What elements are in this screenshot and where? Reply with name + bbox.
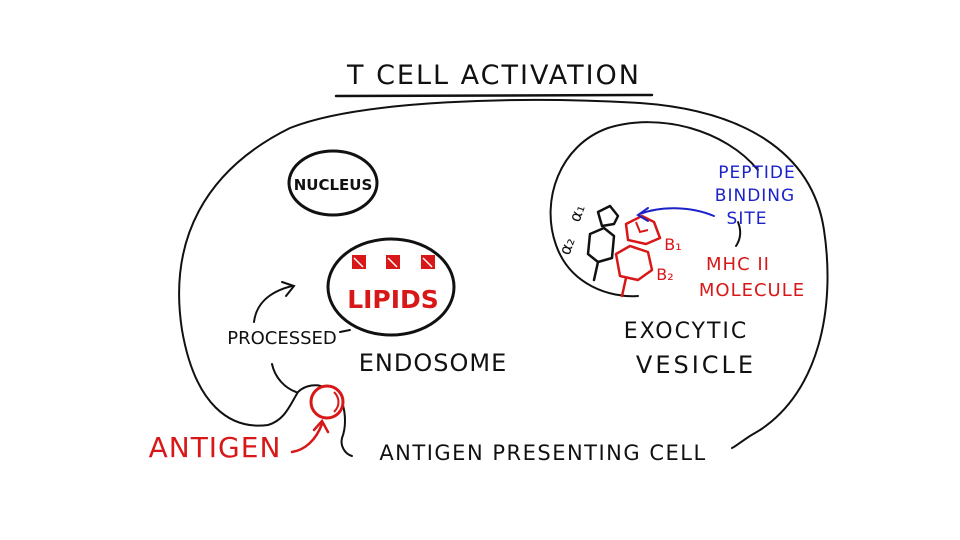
peptide-arrow-head xyxy=(636,207,649,222)
alpha2-domain xyxy=(586,226,616,264)
peptide-arrow xyxy=(639,207,715,217)
beta1-domain xyxy=(624,214,662,246)
processed-label: PROCESSED xyxy=(227,328,337,349)
alpha1-domain xyxy=(596,204,620,228)
antigen-arrow-head xyxy=(312,418,330,434)
lipid-square-hatch xyxy=(353,257,433,268)
antigen-arrow xyxy=(290,422,324,454)
mhc-label-line2: MOLECULE xyxy=(699,280,805,301)
peptide-label-line2: BINDING xyxy=(715,186,795,206)
beta1-notch xyxy=(635,221,649,234)
apc-pointer xyxy=(340,437,353,457)
alpha-transmembrane xyxy=(592,260,600,282)
endosome-label: ENDOSOME xyxy=(359,349,507,377)
peptide-label-line3: SITE xyxy=(727,209,768,229)
antigen-shading xyxy=(333,391,340,413)
nucleus-label: NUCLEUS xyxy=(294,176,373,194)
antigen-to-processed-line xyxy=(271,363,297,393)
lipids-label: LIPIDS xyxy=(347,285,439,314)
beta2-domain xyxy=(614,244,654,282)
processed-arrow-head xyxy=(281,281,296,297)
alpha2-label: α₂ xyxy=(555,235,579,257)
diagram-title: T CELL ACTIVATION xyxy=(346,60,641,91)
exocytic-label-line1: EXOCYTIC xyxy=(624,319,749,344)
processed-connector xyxy=(339,329,351,333)
apc-label: ANTIGEN PRESENTING CELL xyxy=(379,441,706,465)
nucleus-shape xyxy=(287,149,379,217)
antigen-label: ANTIGEN xyxy=(149,431,282,464)
mhc-label-line1: MHC II xyxy=(706,254,770,275)
endosome-shape xyxy=(326,237,456,337)
beta-transmembrane xyxy=(620,276,628,298)
beta1-label: B₁ xyxy=(664,235,681,254)
antigen-presenting-cell-outline xyxy=(178,98,829,449)
peptide-label-line1: PEPTIDE xyxy=(718,163,795,183)
beta2-label: B₂ xyxy=(656,265,673,284)
processed-arrow xyxy=(253,285,293,323)
alpha1-label: α₁ xyxy=(565,202,589,224)
exocytic-vesicle-outline xyxy=(549,121,759,298)
title-underline xyxy=(334,93,654,98)
exocytic-vesicle-right xyxy=(735,221,742,247)
exocytic-label-line2: VESICLE xyxy=(636,351,756,379)
